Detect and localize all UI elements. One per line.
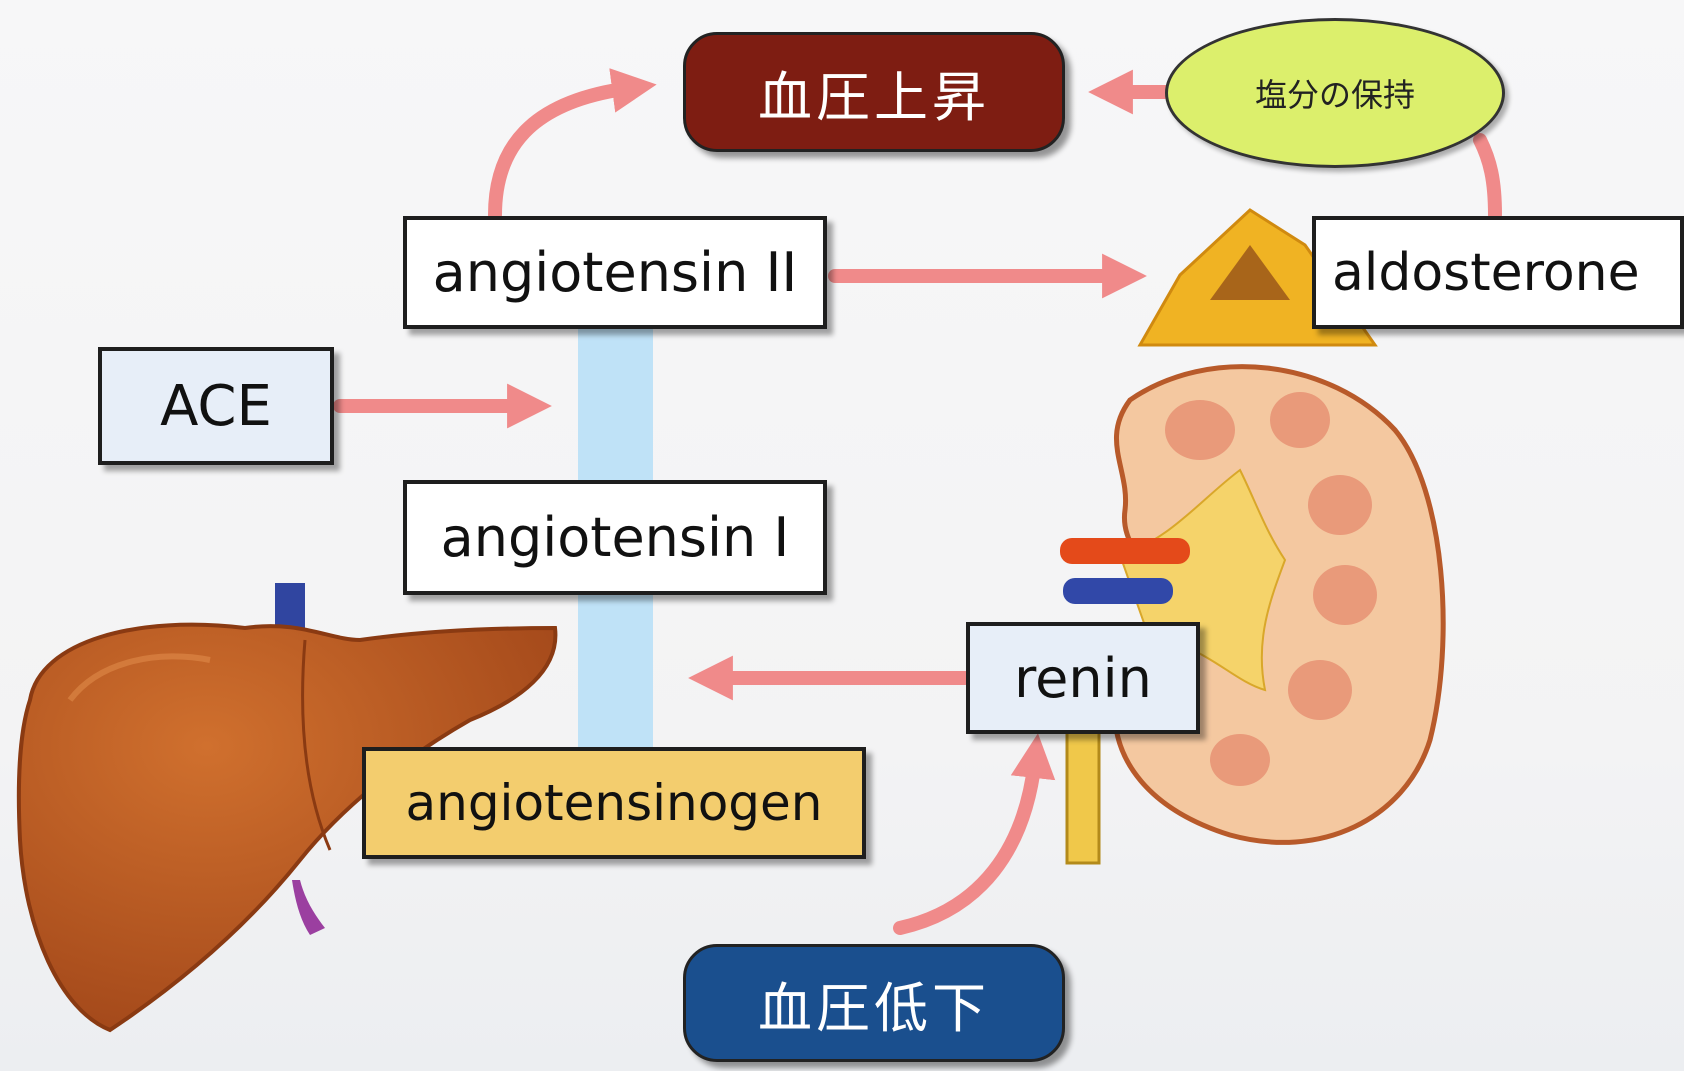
angiotensinogen-label: angiotensinogen (405, 774, 822, 832)
angiotensin-i-box: angiotensin I (403, 480, 827, 595)
arrow-aldosterone-to-salt (1480, 140, 1495, 215)
angiotensin-ii-label: angiotensin II (433, 241, 798, 304)
angiotensin-ii-box: angiotensin II (403, 216, 827, 329)
renin-label: renin (1014, 647, 1152, 710)
aldosterone-box: aldosterone (1312, 216, 1684, 329)
kidney-icon (1060, 367, 1443, 863)
arrow-angiotensin-ii-to-bp-rise (495, 88, 630, 215)
ace-box: ACE (98, 347, 334, 465)
aldosterone-label: aldosterone (1332, 243, 1640, 303)
bp-drop-box: 血圧低下 (683, 944, 1065, 1062)
salt-retention-label: 塩分の保持 (1255, 70, 1415, 116)
arrow-bp-drop-to-renin (900, 760, 1035, 928)
angiotensinogen-box: angiotensinogen (362, 747, 866, 859)
bp-rise-box: 血圧上昇 (683, 32, 1065, 152)
salt-retention-oval: 塩分の保持 (1165, 18, 1505, 168)
bp-rise-label: 血圧上昇 (758, 53, 990, 132)
ace-label: ACE (160, 374, 272, 439)
angiotensin-i-label: angiotensin I (441, 506, 790, 569)
bp-drop-label: 血圧低下 (758, 964, 990, 1043)
renin-box: renin (966, 622, 1200, 734)
